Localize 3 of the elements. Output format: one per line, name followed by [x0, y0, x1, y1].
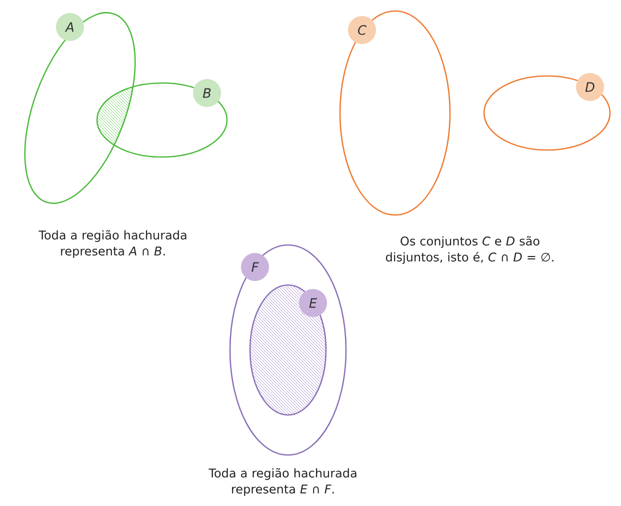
caption: Toda a região hachurada representa E ∩ F.: [208, 468, 356, 496]
caption: Toda a região hachurada representa A ∩ B.: [38, 230, 186, 258]
caption: Os conjuntos C e D são disjuntos, isto é, C ∩ D = ∅.: [386, 236, 554, 264]
